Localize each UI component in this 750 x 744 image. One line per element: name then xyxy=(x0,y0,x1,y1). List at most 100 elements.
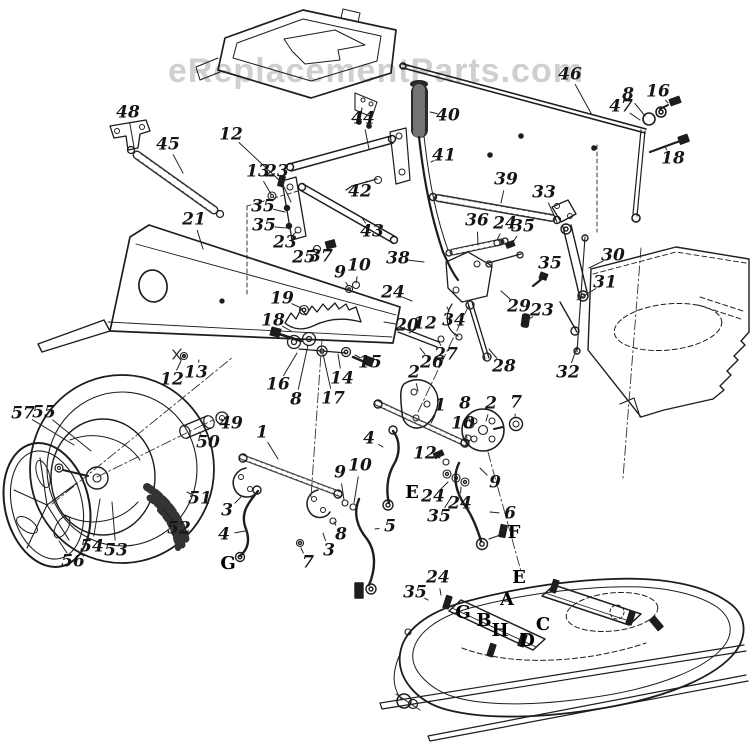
leader-line-51 xyxy=(186,491,191,495)
leader-line-9 xyxy=(341,483,345,501)
leader-line-30 xyxy=(588,260,604,269)
connector-letter-B: B xyxy=(476,610,492,631)
leader-line-35 xyxy=(536,272,545,284)
leader-line-52 xyxy=(162,507,173,521)
part-label-35: 35 xyxy=(403,582,427,603)
part-label-8: 8 xyxy=(622,84,634,105)
leader-line-47 xyxy=(629,112,641,121)
connector-letter-F: F xyxy=(507,522,521,543)
part-label-24: 24 xyxy=(448,493,472,514)
carriage-frame-44 xyxy=(246,127,411,298)
part-label-39: 39 xyxy=(494,169,518,190)
part-label-7: 7 xyxy=(510,392,522,413)
part-label-3: 3 xyxy=(221,500,233,521)
hood-cover xyxy=(195,8,397,129)
deck-lift-linkage xyxy=(232,379,524,599)
leader-line-45 xyxy=(172,154,184,174)
leader-line-8 xyxy=(634,103,646,117)
leader-line-2 xyxy=(415,383,419,392)
part-label-53: 53 xyxy=(104,540,128,561)
leader-line-57 xyxy=(31,419,75,446)
lift-handle-40-41 xyxy=(410,80,460,282)
centerlines xyxy=(51,247,642,576)
center-linkage xyxy=(397,237,549,362)
part-label-47: 47 xyxy=(609,96,633,117)
leader-line-31 xyxy=(576,288,597,301)
part-label-12: 12 xyxy=(160,369,184,390)
part-label-50: 50 xyxy=(196,432,220,453)
part-label-40: 40 xyxy=(436,105,460,126)
part-label-46: 46 xyxy=(558,64,582,85)
part-label-16: 16 xyxy=(646,81,670,102)
part-label-26: 26 xyxy=(420,352,444,373)
leader-line-3 xyxy=(322,532,326,542)
leader-line-18 xyxy=(282,325,292,332)
leader-line-20 xyxy=(383,321,397,325)
leader-line-16 xyxy=(283,352,298,376)
watermark-text: eReplacementParts.com xyxy=(168,52,584,90)
leader-line-6 xyxy=(489,511,500,514)
part-label-12: 12 xyxy=(413,443,437,464)
leader-line-18 xyxy=(664,146,668,151)
part-label-35: 35 xyxy=(252,215,276,236)
leader-line-33 xyxy=(548,202,558,223)
leader-line-10 xyxy=(355,276,358,284)
part-label-35: 35 xyxy=(538,253,562,274)
part-label-9: 9 xyxy=(334,462,346,483)
part-label-18: 18 xyxy=(261,310,285,331)
part-label-41: 41 xyxy=(432,145,456,166)
part-label-23: 23 xyxy=(265,161,289,182)
leader-line-35 xyxy=(424,597,429,601)
mower-deck xyxy=(379,577,749,742)
part-label-55: 55 xyxy=(32,402,56,423)
part-label-34: 34 xyxy=(442,310,466,331)
leader-line-29 xyxy=(500,290,512,301)
part-label-7: 7 xyxy=(302,552,314,573)
leader-line-43 xyxy=(361,217,367,224)
spring-45 xyxy=(109,119,225,219)
part-label-23: 23 xyxy=(273,232,297,253)
leader-line-13 xyxy=(198,359,200,363)
part-label-4: 4 xyxy=(218,524,230,545)
leader-line-9 xyxy=(345,281,349,287)
leader-line-54 xyxy=(93,498,101,537)
leader-line-35 xyxy=(274,226,287,229)
leader-line-40 xyxy=(429,111,438,115)
leader-line-28 xyxy=(488,348,498,359)
leader-line-55 xyxy=(52,419,92,452)
leader-line-4 xyxy=(378,444,384,448)
leader-line-23 xyxy=(528,316,534,320)
connector-letter-A: A xyxy=(500,589,514,610)
part-label-10: 10 xyxy=(348,455,372,476)
lift-rod-46 xyxy=(399,62,690,233)
part-label-24: 24 xyxy=(381,282,405,303)
part-label-2: 2 xyxy=(485,393,497,414)
part-label-57: 57 xyxy=(11,403,35,424)
part-label-35: 35 xyxy=(251,196,275,217)
part-label-24: 24 xyxy=(426,567,450,588)
part-label-36: 36 xyxy=(465,210,489,231)
part-label-42: 42 xyxy=(348,181,372,202)
leader-line-14 xyxy=(337,353,341,369)
part-label-24: 24 xyxy=(421,486,445,507)
connector-letter-G: G xyxy=(455,602,471,623)
leader-line-3 xyxy=(234,496,242,504)
leader-line-39 xyxy=(500,190,505,204)
part-label-43: 43 xyxy=(360,221,384,242)
leader-line-53 xyxy=(111,501,116,541)
part-label-33: 33 xyxy=(532,182,556,203)
leader-line-8 xyxy=(467,414,471,423)
part-label-3: 3 xyxy=(323,540,335,561)
part-label-28: 28 xyxy=(492,356,516,377)
part-label-32: 32 xyxy=(556,362,580,383)
part-label-1: 1 xyxy=(256,422,268,443)
part-label-8: 8 xyxy=(459,393,471,414)
leader-line-27 xyxy=(438,341,442,346)
part-label-19: 19 xyxy=(270,288,294,309)
connector-letter-D: D xyxy=(519,630,535,651)
leader-line-2 xyxy=(485,414,489,422)
leader-line-16 xyxy=(664,99,669,104)
leader-line-12 xyxy=(435,456,441,459)
frame-body xyxy=(587,246,750,418)
